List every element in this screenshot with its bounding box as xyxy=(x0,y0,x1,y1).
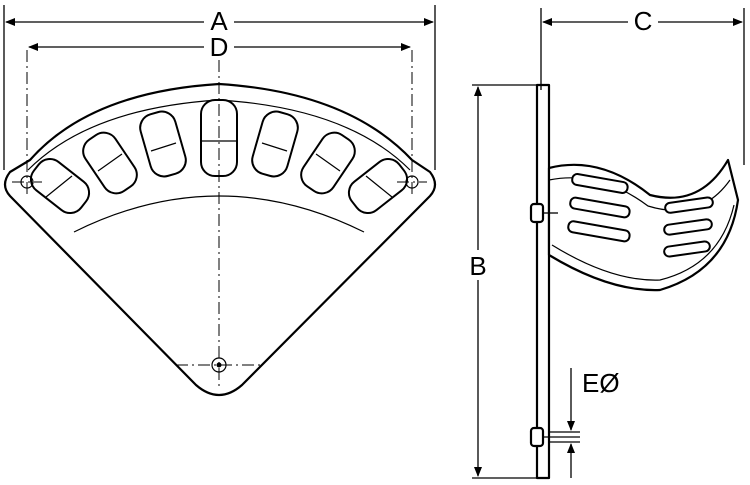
front-slots xyxy=(29,99,409,215)
dimension-a-label: A xyxy=(210,6,228,36)
dimension-c-label: C xyxy=(634,6,653,36)
side-hose-hook xyxy=(547,158,740,292)
side-wall-plate xyxy=(535,83,551,480)
side-fastener-bottom xyxy=(529,426,545,448)
side-view: B C EØ xyxy=(466,6,745,480)
side-hook-slots xyxy=(567,173,714,258)
front-view: A D xyxy=(3,5,437,397)
side-fastener-top xyxy=(529,202,545,224)
front-slot xyxy=(251,110,299,178)
front-slot xyxy=(139,110,187,178)
dimension-b-label: B xyxy=(469,251,486,281)
dimension-d-label: D xyxy=(210,32,229,62)
dimension-e-label: EØ xyxy=(582,368,620,398)
